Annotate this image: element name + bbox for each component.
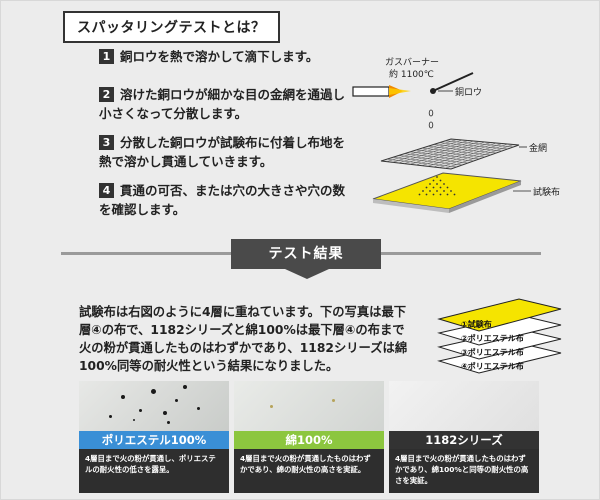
cotton-sample-image xyxy=(234,381,384,431)
burner-flame-core xyxy=(389,88,411,95)
layer-stack-illustration xyxy=(437,298,562,374)
mesh-label: 金網 xyxy=(529,144,548,154)
copper-rod xyxy=(432,72,474,92)
burner-label: ガスバーナー xyxy=(385,58,440,68)
polyester-sample-image xyxy=(79,381,229,431)
photo-polyester: ポリエステル100% 4層目まで火の粉が貫通し、ポリエステルの耐火性の低さを露呈… xyxy=(79,381,229,493)
step-text: 分散した銅ロウが試験布に付着し布地を熱で溶かし貫通していきます。 xyxy=(99,135,346,169)
layer-1-sheet xyxy=(437,298,562,332)
step-number: 4 xyxy=(99,183,114,198)
step-text: 銅ロウを熱で溶かして滴下します。 xyxy=(120,49,319,64)
sputtering-diagram: ガスバーナー 約 1100℃ 銅ロウ 金網 試験布 xyxy=(341,49,581,219)
page-title: スパッタリングテストとは？ xyxy=(63,11,280,43)
layer-3-label: ③ポリエステル布 xyxy=(461,348,524,357)
photo-cotton: 綿100% 4層目まで火の粉が貫通したものはわずかであり、綿の耐火性の高さを実証… xyxy=(234,381,384,493)
step-number: 1 xyxy=(99,49,114,64)
result-description: 試験布は右図のように4層に重ねています。下の写真は最下層④の布で、1182シリー… xyxy=(79,305,408,373)
result-banner: テスト結果 xyxy=(231,239,381,269)
step-number: 3 xyxy=(99,135,114,150)
step-number: 2 xyxy=(99,87,114,102)
cloth-label: 試験布 xyxy=(533,188,561,198)
photo-description: 4層目まで火の粉が貫通し、ポリエステルの耐火性の低さを露呈。 xyxy=(79,449,229,493)
step-text: 貫通の可否、または穴の大きさや穴の数を確認します。 xyxy=(99,183,346,217)
layer-1-label: ①試験布 xyxy=(461,320,492,329)
photo-caption: 綿100% xyxy=(234,431,384,449)
burner-temp-label: 約 1100℃ xyxy=(389,70,434,80)
mesh-grid xyxy=(380,138,520,170)
photo-description: 4層目まで火の粉が貫通したものはわずかであり、綿100%と同等の耐火性の高さを実… xyxy=(389,449,539,493)
photo-1182-series: 1182シリーズ 4層目まで火の粉が貫通したものはわずかであり、綿100%と同等… xyxy=(389,381,539,493)
step-text: 溶けた銅ロウが細かな目の金網を通過し小さくなって分散します。 xyxy=(99,87,346,121)
layer-2-label: ②ポリエステル布 xyxy=(461,334,524,343)
diagram-illustration xyxy=(352,72,531,213)
photo-caption: 1182シリーズ xyxy=(389,431,539,449)
copper-drop xyxy=(430,88,436,94)
layer-stack: ①試験布 ②ポリエステル布 ③ポリエステル布 ④ポリエステル布 xyxy=(421,293,571,383)
copper-label: 銅ロウ xyxy=(455,88,483,98)
step-1: 1 銅ロウを熱で溶かして滴下します。 xyxy=(99,47,349,66)
banner-arrow xyxy=(285,269,329,279)
photo-description: 4層目まで火の粉が貫通したものはわずかであり、綿の耐火性の高さを実証。 xyxy=(234,449,384,493)
series-1182-sample-image xyxy=(389,381,539,431)
layer-4-label: ④ポリエステル布 xyxy=(461,362,524,371)
photo-caption: ポリエステル100% xyxy=(79,431,229,449)
burner-nozzle xyxy=(352,86,390,97)
